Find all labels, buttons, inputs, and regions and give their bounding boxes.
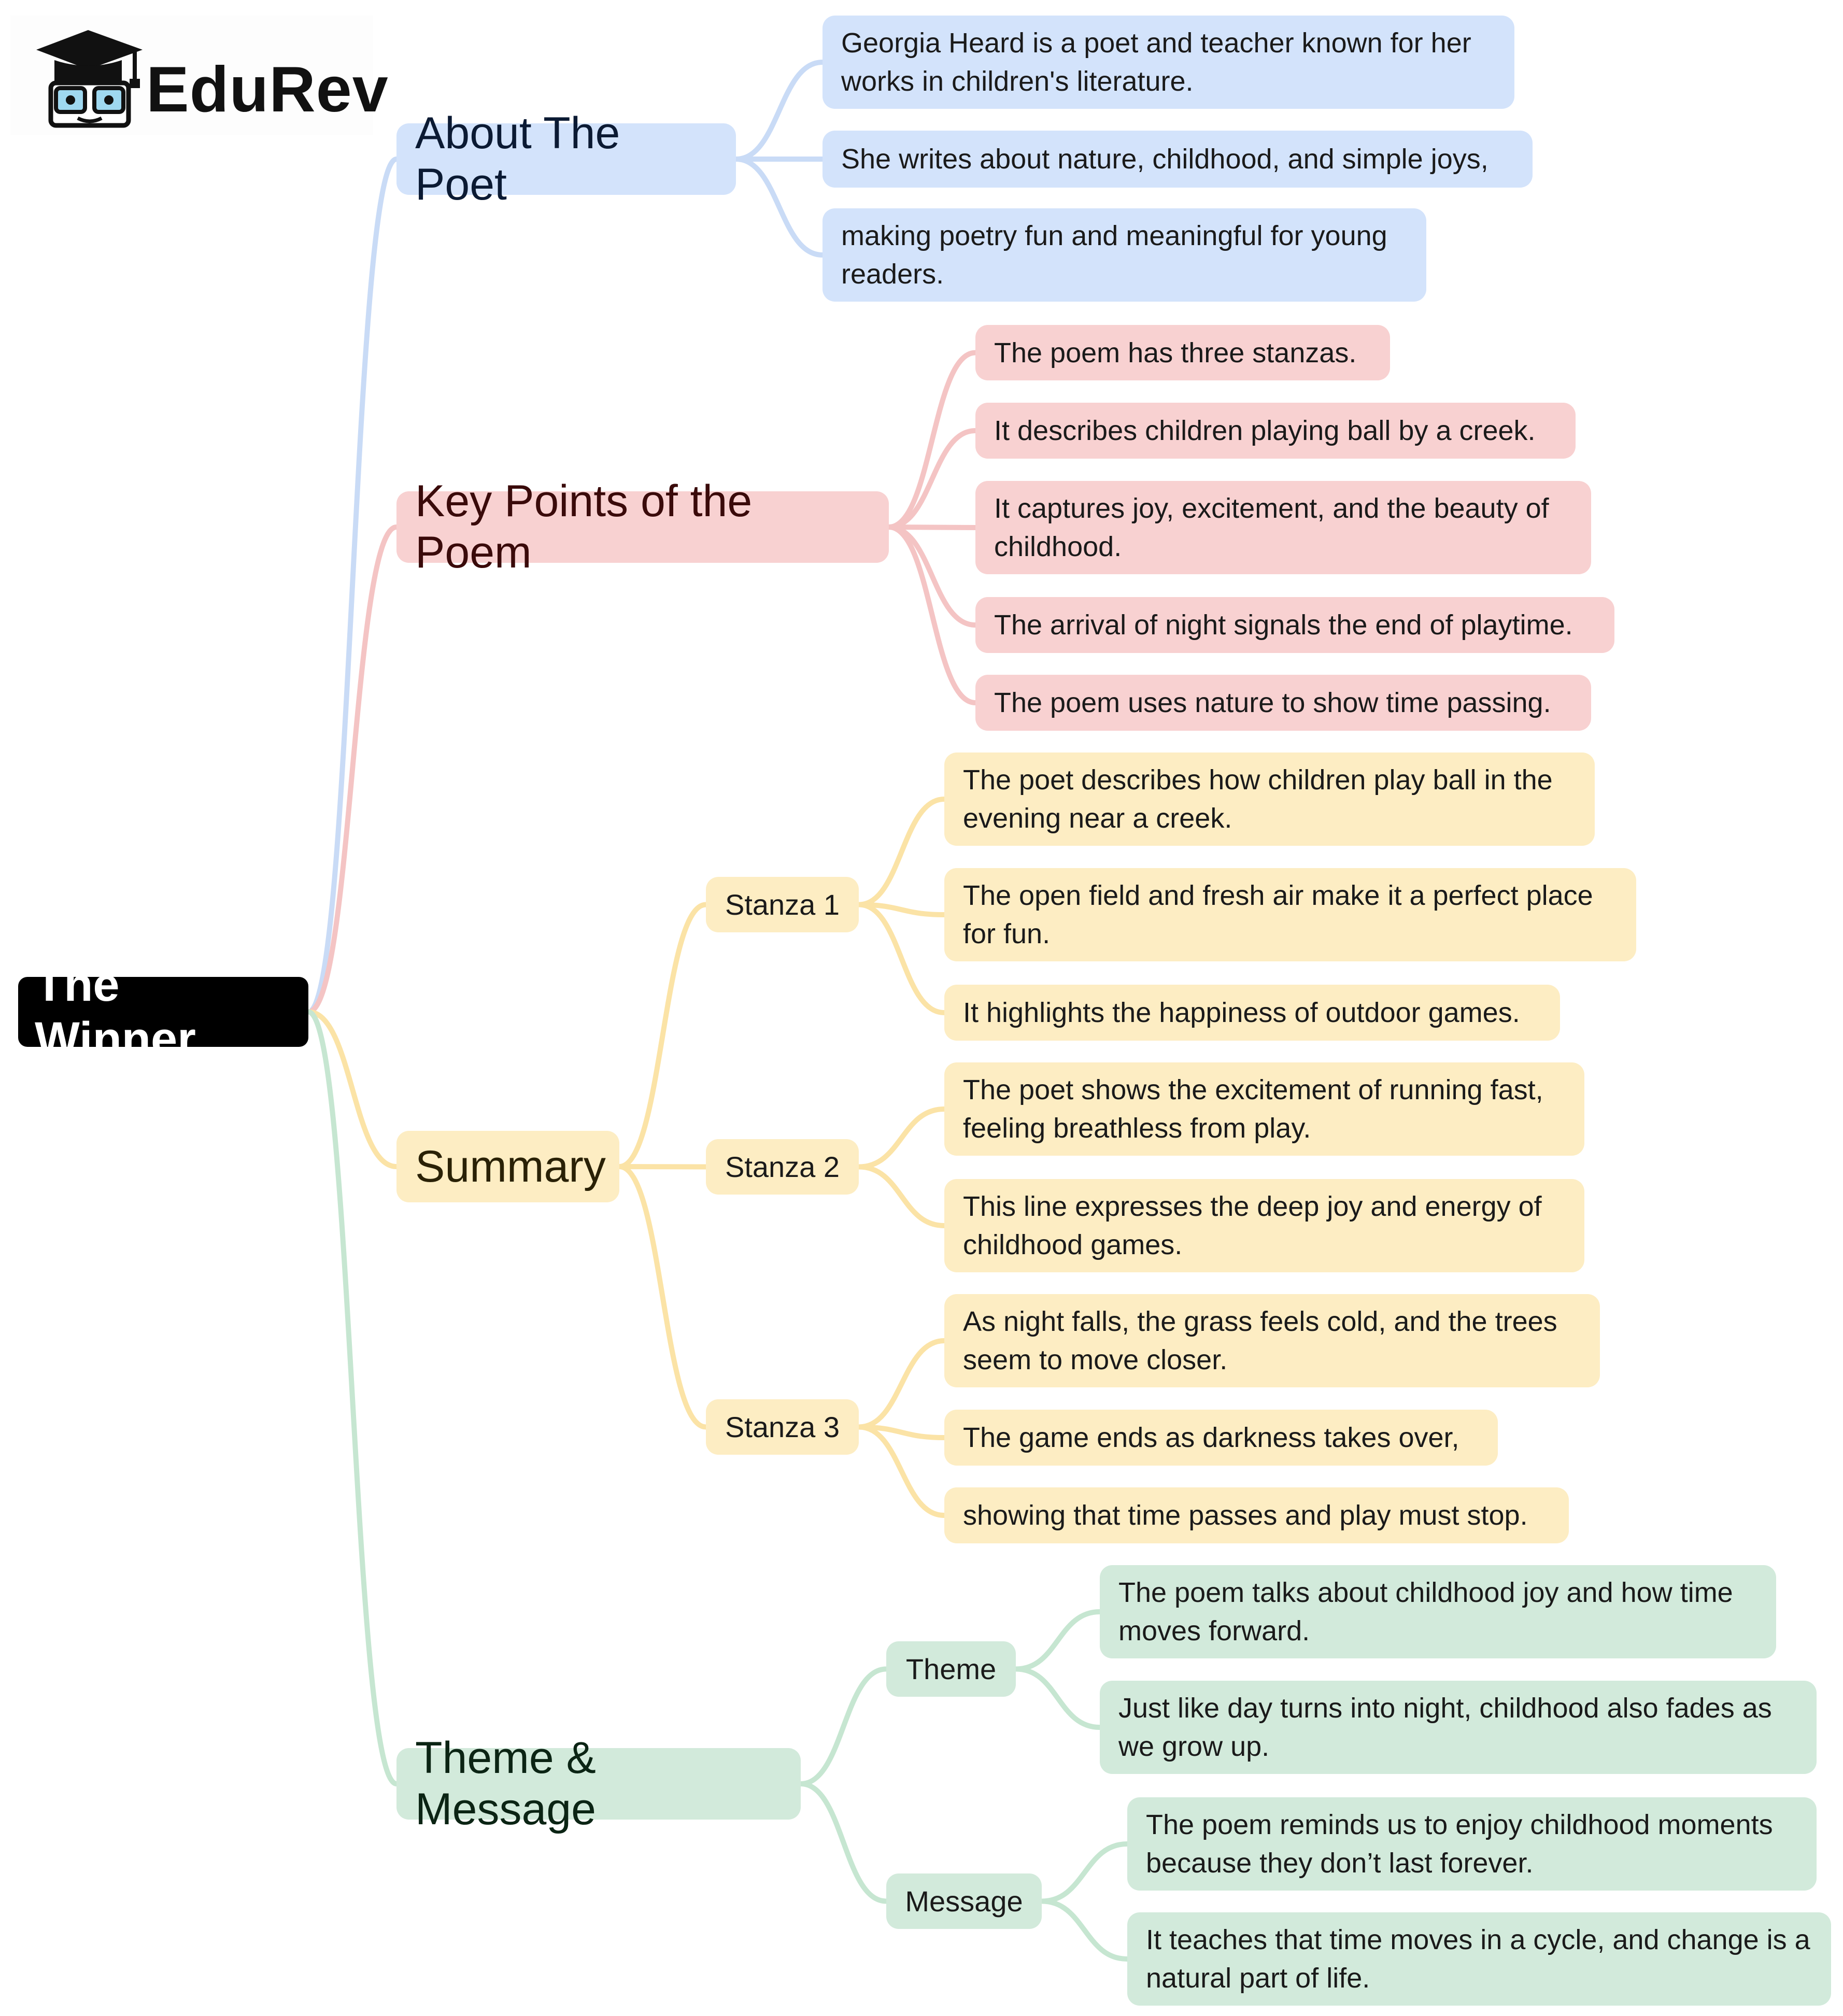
branch-label: About The Poet [415, 108, 620, 209]
stanza-point[interactable]: showing that time passes and play must s… [944, 1487, 1569, 1543]
theme-node[interactable]: Theme [886, 1641, 1016, 1697]
leaf-connector [856, 1106, 947, 1170]
poet-point[interactable]: making poetry fun and meaningful for you… [823, 208, 1426, 302]
key-point[interactable]: It captures joy, excitement, and the bea… [975, 481, 1591, 574]
message-point[interactable]: The poem reminds us to enjoy childhood m… [1127, 1797, 1817, 1891]
leaf-connector [1013, 1666, 1102, 1730]
leaf-connector [856, 902, 947, 917]
leaf-connector [856, 1424, 947, 1440]
root-connector [306, 1009, 399, 1786]
logo-wordmark[interactable]: EduRev [146, 54, 389, 125]
group-connector [798, 1666, 889, 1786]
branch-theme-message[interactable]: Theme & Message [396, 1733, 801, 1834]
branch-summary[interactable]: Summary [396, 1131, 619, 1202]
stanza-point[interactable]: The game ends as darkness takes over, [944, 1410, 1498, 1466]
stanza-point[interactable]: The poet shows the excitement of running… [944, 1062, 1584, 1156]
stanza-2-node[interactable]: Stanza 2 [706, 1139, 859, 1195]
graduate-mascot-icon [36, 30, 143, 128]
leaf-connector [733, 60, 825, 162]
theme-point[interactable]: The poem talks about childhood joy and h… [1100, 1565, 1776, 1658]
leaf-connector [886, 524, 978, 530]
group-connector [617, 1164, 708, 1430]
leaf-connector [856, 797, 947, 907]
leaf-connector [856, 1164, 947, 1228]
branch-label: Summary [415, 1141, 606, 1191]
key-point[interactable]: The poem has three stanzas. [975, 325, 1390, 380]
branch-about-the-poet[interactable]: About The Poet [396, 108, 736, 209]
message-point[interactable]: It teaches that time moves in a cycle, a… [1127, 1912, 1831, 2006]
group-connector [798, 1781, 889, 1904]
leaf-connector [856, 1424, 947, 1518]
leaf-connector [1013, 1609, 1102, 1672]
stanza-point[interactable]: This line expresses the deep joy and ene… [944, 1179, 1584, 1272]
root-connector [306, 1009, 399, 1169]
root-connector [306, 524, 399, 1015]
leaf-connector [1039, 1898, 1130, 1962]
root-topic-label: The Winner [35, 958, 196, 1066]
poet-point[interactable]: Georgia Heard is a poet and teacher know… [823, 16, 1514, 109]
message-node[interactable]: Message [886, 1873, 1042, 1929]
theme-point[interactable]: Just like day turns into night, childhoo… [1100, 1681, 1817, 1774]
stanza-point[interactable]: The open field and fresh air make it a p… [944, 868, 1636, 961]
leaf-connector [1039, 1841, 1130, 1904]
stanza-point[interactable]: The poet describes how children play bal… [944, 753, 1595, 846]
group-connector [617, 902, 708, 1169]
leaf-connector [886, 350, 978, 530]
root-connector [306, 157, 399, 1015]
key-point[interactable]: The arrival of night signals the end of … [975, 597, 1614, 653]
poet-point[interactable]: She writes about nature, childhood, and … [823, 131, 1533, 188]
branch-key-points[interactable]: Key Points of the Poem [396, 476, 889, 577]
stanza-1-node[interactable]: Stanza 1 [706, 877, 859, 932]
leaf-connector [856, 1338, 947, 1430]
leaf-connector [856, 902, 947, 1015]
stanza-point[interactable]: It highlights the happiness of outdoor g… [944, 985, 1560, 1041]
leaf-connector [733, 157, 825, 258]
leaf-connector [886, 428, 978, 530]
key-point[interactable]: The poem uses nature to show time passin… [975, 675, 1591, 731]
branch-label: Key Points of the Poem [415, 476, 753, 577]
stanza-3-node[interactable]: Stanza 3 [706, 1399, 859, 1455]
edurev-logo: EduRev [10, 16, 388, 135]
root-topic[interactable]: The Winner [18, 958, 308, 1066]
branch-label: Theme & Message [415, 1733, 596, 1834]
key-point[interactable]: It describes children playing ball by a … [975, 403, 1576, 459]
leaf-connector [886, 524, 978, 705]
stanza-point[interactable]: As night falls, the grass feels cold, an… [944, 1294, 1600, 1387]
